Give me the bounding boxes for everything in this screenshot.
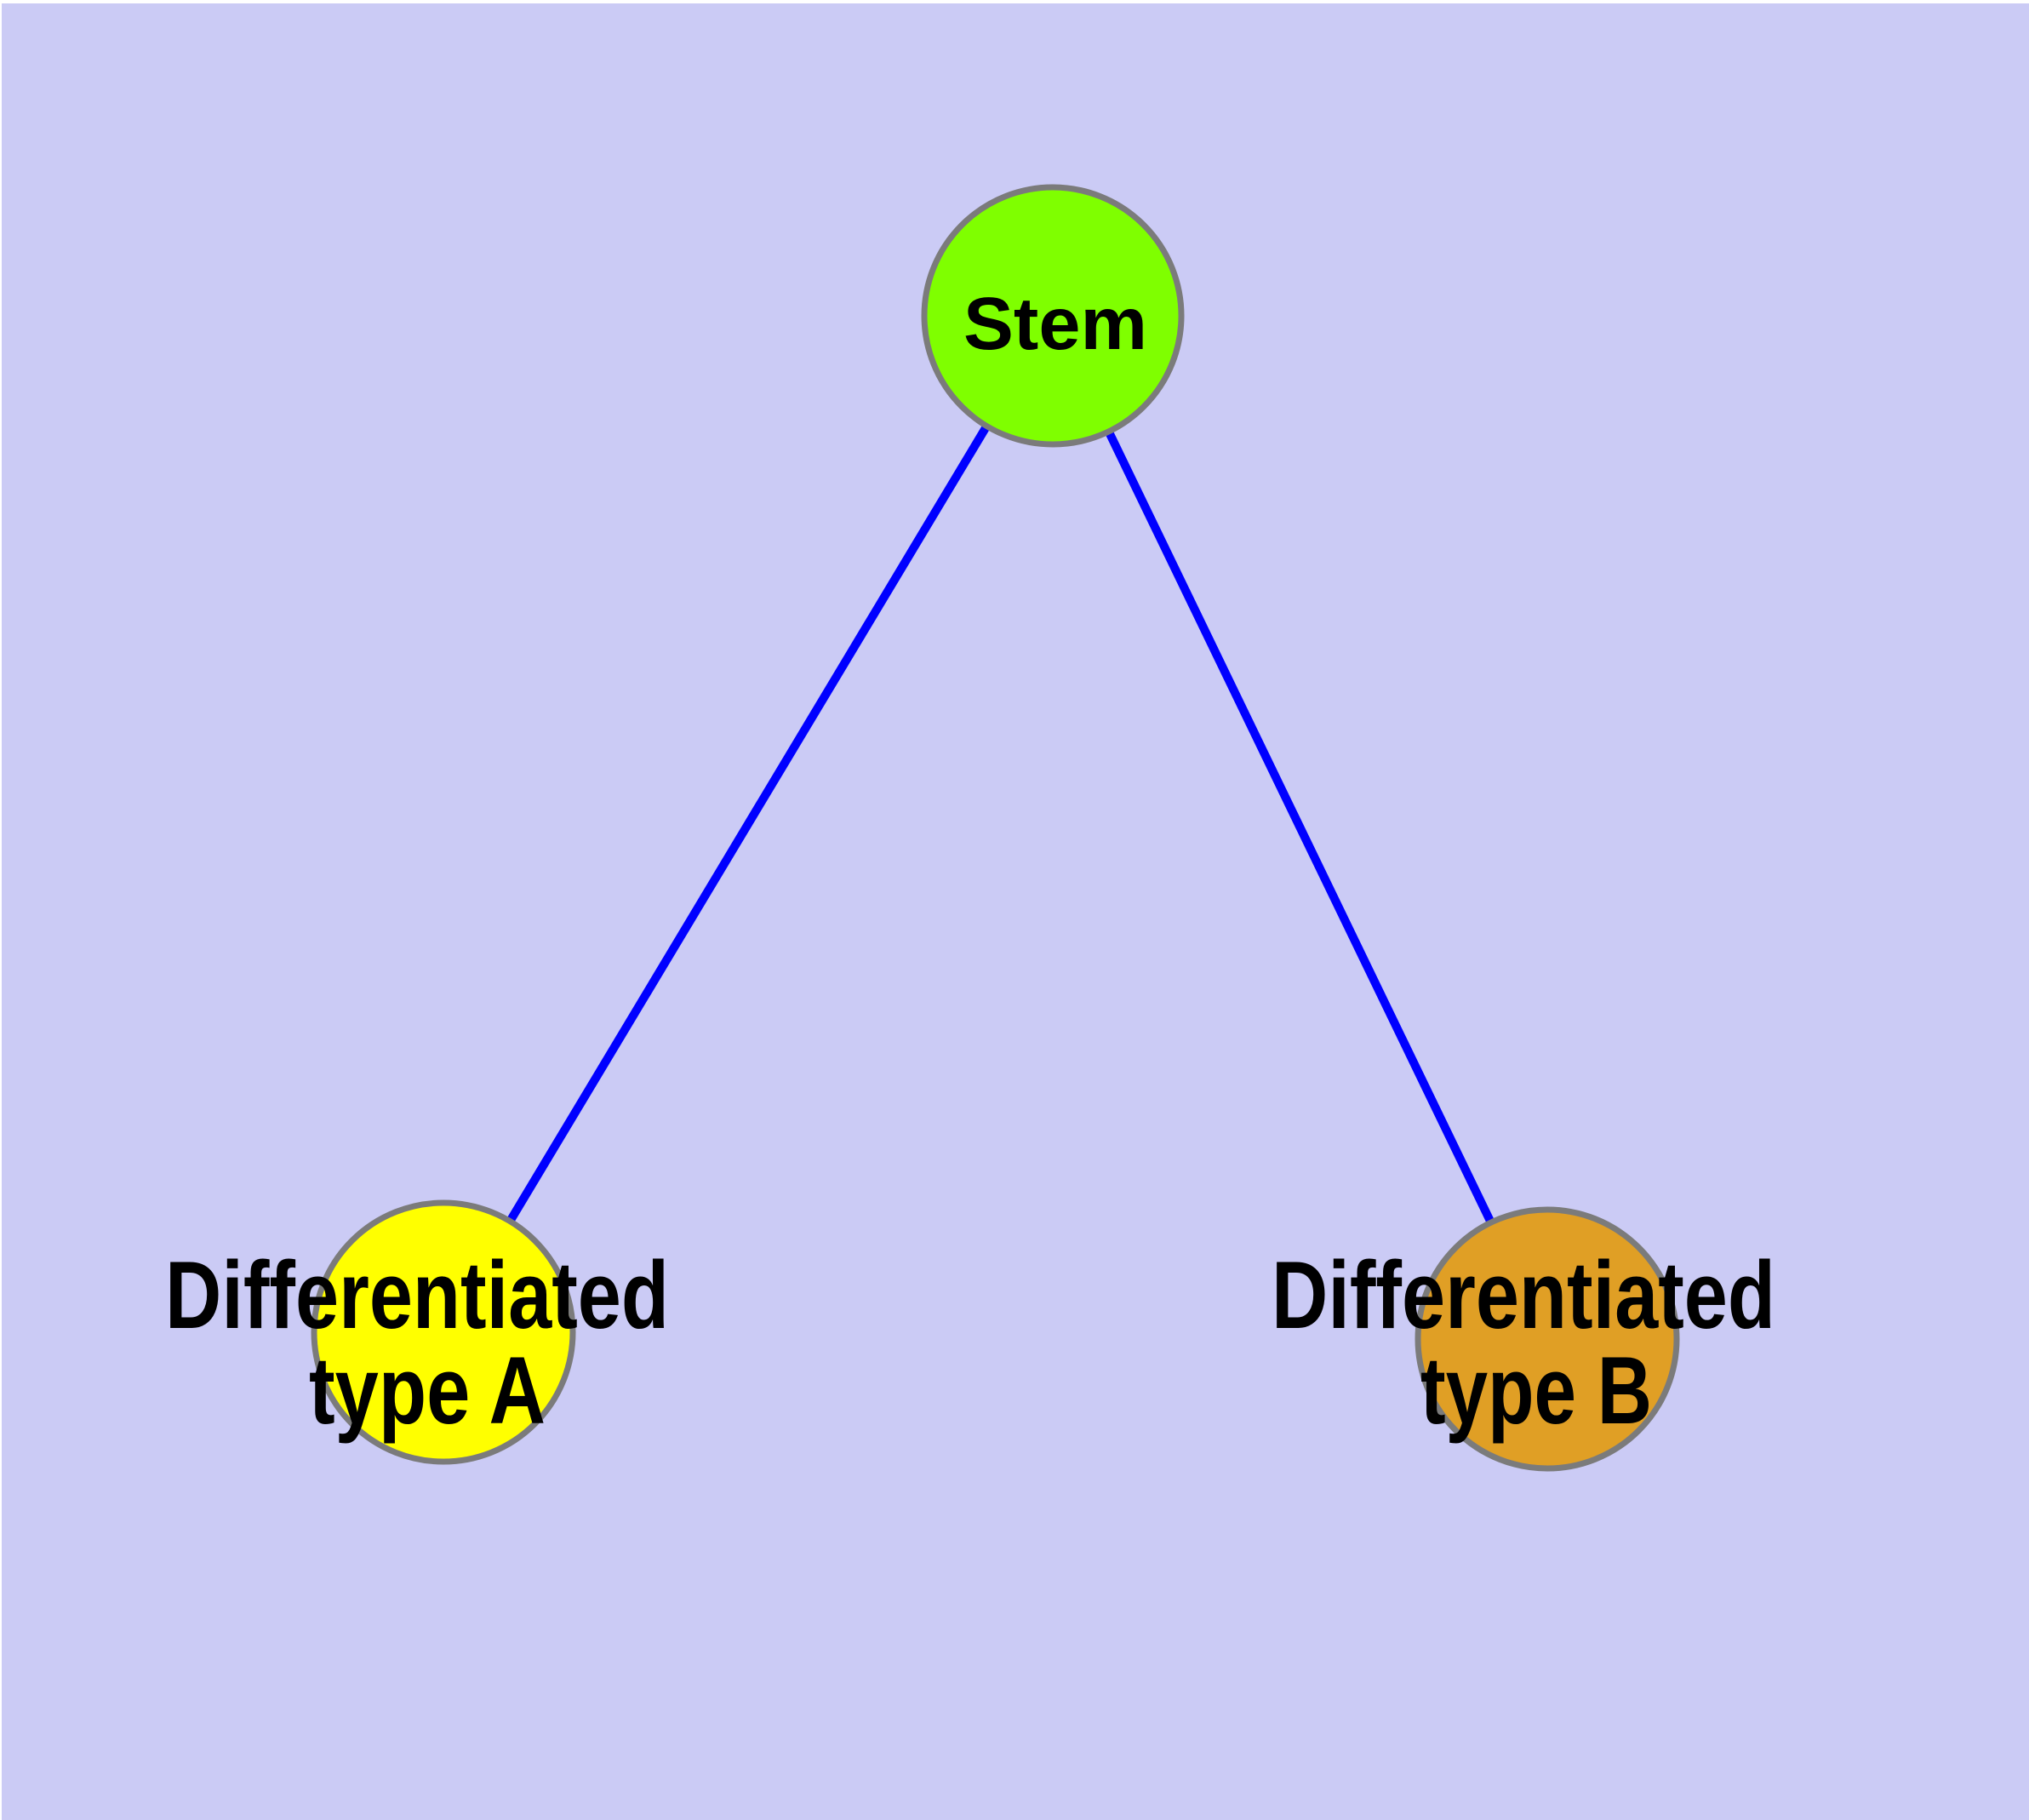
- node-stem-circle: [921, 184, 1185, 448]
- node-type-a-label-line1: Differentiated: [165, 1242, 669, 1348]
- node-type-b-circle: [1415, 1206, 1680, 1472]
- node-type-b-label-line2: type B: [1420, 1337, 1652, 1444]
- node-stem-label: Stem: [963, 283, 1147, 365]
- node-type-b-label-line1: Differentiated: [1272, 1242, 1775, 1348]
- edge-stem-to-type-b: [1049, 313, 1552, 1342]
- node-type-a-label-line2: type A: [309, 1337, 546, 1444]
- edge-stem-to-type-a: [439, 313, 1057, 1335]
- node-type-a-circle: [311, 1199, 576, 1465]
